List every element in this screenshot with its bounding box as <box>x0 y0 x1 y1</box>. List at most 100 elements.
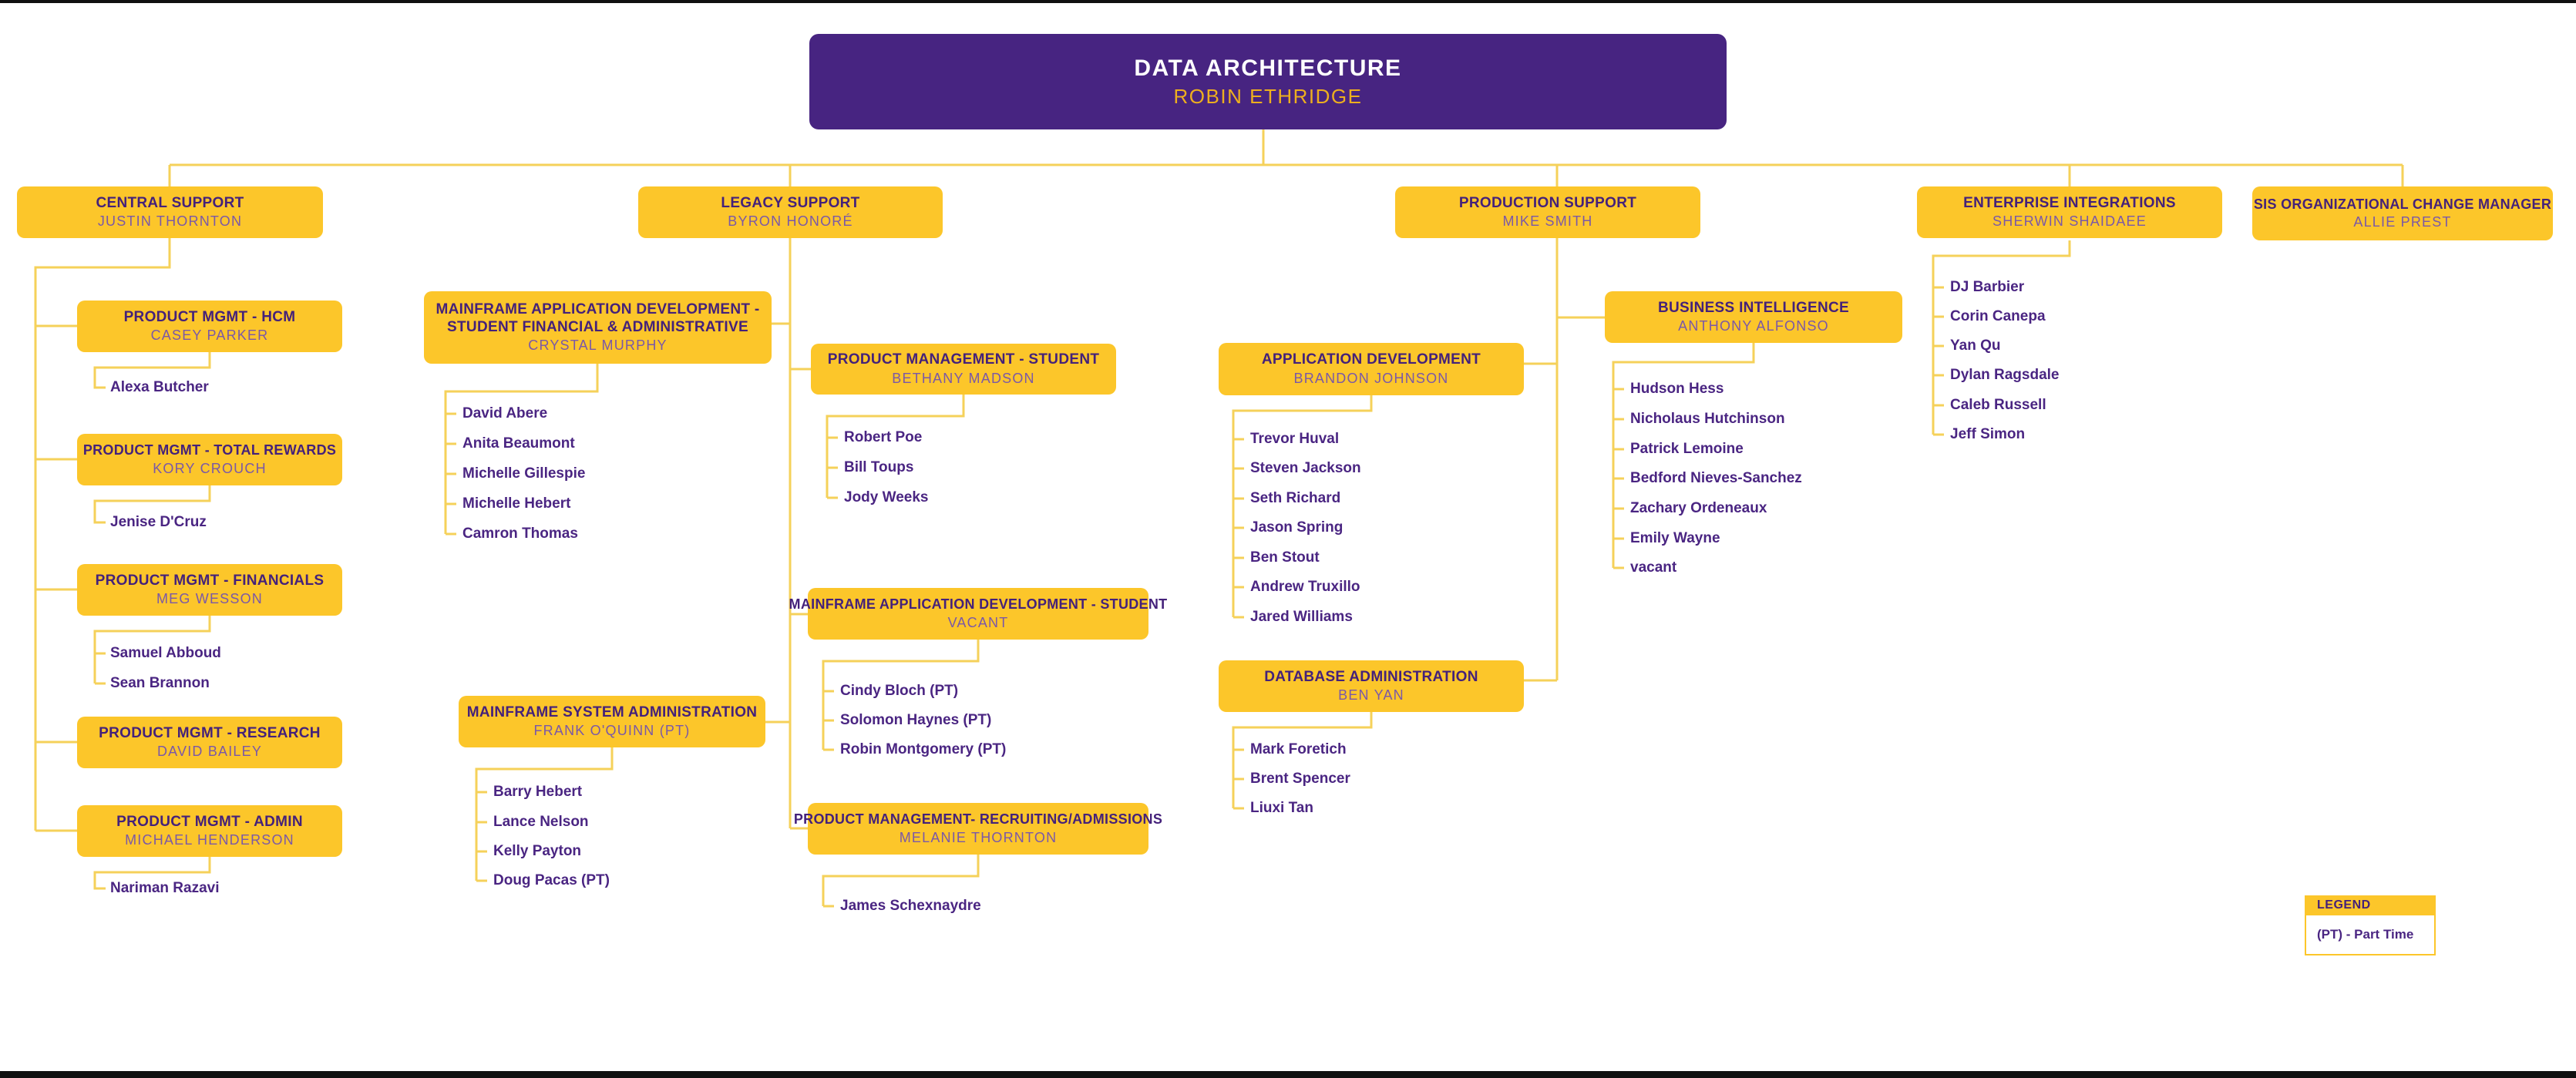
member-name: Patrick Lemoine <box>1630 441 1744 457</box>
node-manager: FRANK O'QUINN (PT) <box>533 723 691 739</box>
node-product-mgmt-hcm: PRODUCT MGMT - HCM CASEY PARKER <box>77 301 342 352</box>
member-name: Bedford Nieves-Sanchez <box>1630 470 1802 486</box>
node-manager: BEN YAN <box>1338 687 1404 704</box>
node-manager: ANTHONY ALFONSO <box>1678 318 1829 334</box>
member-name: Doug Pacas (PT) <box>493 872 610 888</box>
node-manager: BYRON HONORÉ <box>728 213 853 230</box>
member-name: Jenise D'Cruz <box>110 514 207 530</box>
node-title: SIS ORGANIZATIONAL CHANGE MANAGER <box>2253 196 2552 212</box>
node-product-management-student: PRODUCT MANAGEMENT - STUDENT BETHANY MAD… <box>811 344 1116 395</box>
node-enterprise-integrations: ENTERPRISE INTEGRATIONS SHERWIN SHAIDAEE <box>1917 186 2222 238</box>
legend-title: LEGEND <box>2305 895 2436 915</box>
member-name: Jason Spring <box>1250 519 1343 536</box>
node-manager: CASEY PARKER <box>150 327 269 344</box>
node-manager: VACANT <box>947 614 1009 630</box>
node-business-intelligence: BUSINESS INTELLIGENCE ANTHONY ALFONSO <box>1605 291 1902 343</box>
member-name: Bill Toups <box>844 459 914 475</box>
node-manager: SHERWIN SHAIDAEE <box>1993 213 2147 230</box>
node-title: PRODUCTION SUPPORT <box>1458 194 1637 211</box>
member-name: Lance Nelson <box>493 814 589 830</box>
member-name: Seth Richard <box>1250 490 1341 506</box>
member-name: Camron Thomas <box>462 526 578 542</box>
root-node-data-architecture: DATA ARCHITECTURE ROBIN ETHRIDGE <box>809 34 1727 129</box>
node-title: BUSINESS INTELLIGENCE <box>1657 299 1850 316</box>
top-border <box>0 0 2576 3</box>
node-title: MAINFRAME APPLICATION DEVELOPMENT - STUD… <box>789 596 1168 613</box>
member-name: Samuel Abboud <box>110 645 221 661</box>
member-name: Nariman Razavi <box>110 880 220 896</box>
node-title: CENTRAL SUPPORT <box>96 194 244 211</box>
node-title: PRODUCT MGMT - TOTAL REWARDS <box>82 442 337 458</box>
member-name: James Schexnaydre <box>840 898 981 914</box>
root-title: DATA ARCHITECTURE <box>1134 55 1402 81</box>
legend: LEGEND (PT) - Part Time <box>2305 895 2436 955</box>
member-name: Dylan Ragsdale <box>1950 367 2060 383</box>
member-name: Anita Beaumont <box>462 435 575 452</box>
node-title: PRODUCT MGMT - ADMIN <box>116 813 303 830</box>
node-title: LEGACY SUPPORT <box>721 194 860 211</box>
node-legacy-support: LEGACY SUPPORT BYRON HONORÉ <box>638 186 943 238</box>
node-manager: CRYSTAL MURPHY <box>528 337 668 353</box>
member-name: Barry Hebert <box>493 784 583 800</box>
node-production-support: PRODUCTION SUPPORT MIKE SMITH <box>1395 186 1700 238</box>
member-name: Nicholaus Hutchinson <box>1630 411 1785 427</box>
node-title: MAINFRAME SYSTEM ADMINISTRATION <box>466 704 758 720</box>
member-name: Kelly Payton <box>493 843 582 859</box>
member-name: vacant <box>1630 559 1677 576</box>
node-title: DATABASE ADMINISTRATION <box>1264 668 1478 685</box>
node-product-mgmt-research: PRODUCT MGMT - RESEARCH DAVID BAILEY <box>77 717 342 768</box>
member-name: DJ Barbier <box>1950 279 2025 295</box>
node-title: APPLICATION DEVELOPMENT <box>1261 351 1481 368</box>
member-name: David Abere <box>462 405 548 421</box>
member-name: Jeff Simon <box>1950 426 2026 442</box>
member-name: Michelle Hebert <box>462 495 571 512</box>
member-name: Brent Spencer <box>1250 771 1350 787</box>
node-manager: BRANDON JOHNSON <box>1293 370 1449 386</box>
node-central-support: CENTRAL SUPPORT JUSTIN THORNTON <box>17 186 323 238</box>
member-name: Jody Weeks <box>844 489 929 505</box>
member-name: Robin Montgomery (PT) <box>840 741 1007 757</box>
member-name: Andrew Truxillo <box>1250 579 1360 595</box>
member-name: Robert Poe <box>844 429 923 445</box>
member-name: Sean Brannon <box>110 675 210 691</box>
node-title: PRODUCT MANAGEMENT- RECRUITING/ADMISSION… <box>793 811 1163 828</box>
node-manager: BETHANY MADSON <box>892 370 1035 386</box>
member-name: Caleb Russell <box>1950 397 2046 413</box>
member-name: Jared Williams <box>1250 609 1353 625</box>
node-mainframe-appdev-student: MAINFRAME APPLICATION DEVELOPMENT - STUD… <box>789 588 1167 640</box>
node-title: PRODUCT MGMT - RESEARCH <box>99 724 321 741</box>
node-product-mgmt-financials: PRODUCT MGMT - FINANCIALS MEG WESSON <box>77 564 342 616</box>
node-product-mgmt-total-rewards: PRODUCT MGMT - TOTAL REWARDS KORY CROUCH <box>77 434 342 485</box>
node-mainframe-system-administration: MAINFRAME SYSTEM ADMINISTRATION FRANK O'… <box>459 696 765 747</box>
node-manager: MICHAEL HENDERSON <box>125 832 294 848</box>
node-manager: MELANIE THORNTON <box>899 829 1058 845</box>
node-title: PRODUCT MGMT - FINANCIALS <box>95 572 325 589</box>
node-product-management-recruiting: PRODUCT MANAGEMENT- RECRUITING/ADMISSION… <box>794 803 1162 855</box>
member-name: Cindy Bloch (PT) <box>840 683 959 699</box>
node-manager: KORY CROUCH <box>153 460 267 476</box>
member-name: Solomon Haynes (PT) <box>840 712 992 728</box>
node-product-mgmt-admin: PRODUCT MGMT - ADMIN MICHAEL HENDERSON <box>77 805 342 857</box>
member-name: Yan Qu <box>1950 338 2001 354</box>
node-manager: MIKE SMITH <box>1502 213 1593 230</box>
node-title: PRODUCT MGMT - HCM <box>123 308 296 325</box>
node-manager: JUSTIN THORNTON <box>97 213 243 230</box>
member-name: Emily Wayne <box>1630 530 1720 546</box>
member-name: Zachary Ordeneaux <box>1630 500 1767 516</box>
node-database-administration: DATABASE ADMINISTRATION BEN YAN <box>1219 660 1524 712</box>
node-sis-change-manager: SIS ORGANIZATIONAL CHANGE MANAGER ALLIE … <box>2252 186 2553 240</box>
node-mainframe-appdev-sfa: MAINFRAME APPLICATION DEVELOPMENT - STUD… <box>424 291 772 364</box>
node-manager: DAVID BAILEY <box>156 744 263 760</box>
member-name: Steven Jackson <box>1250 460 1361 476</box>
member-name: Trevor Huval <box>1250 431 1340 447</box>
member-name: Alexa Butcher <box>110 379 209 395</box>
member-name: Michelle Gillespie <box>462 465 586 482</box>
member-name: Corin Canepa <box>1950 308 2046 324</box>
member-name: Hudson Hess <box>1630 381 1724 397</box>
member-name: Mark Foretich <box>1250 741 1347 757</box>
bottom-border <box>0 1071 2576 1078</box>
node-manager: ALLIE PREST <box>2353 214 2452 230</box>
node-title: MAINFRAME APPLICATION DEVELOPMENT - STUD… <box>435 301 760 335</box>
node-title: ENTERPRISE INTEGRATIONS <box>1963 194 2176 211</box>
member-name: Liuxi Tan <box>1250 800 1313 816</box>
